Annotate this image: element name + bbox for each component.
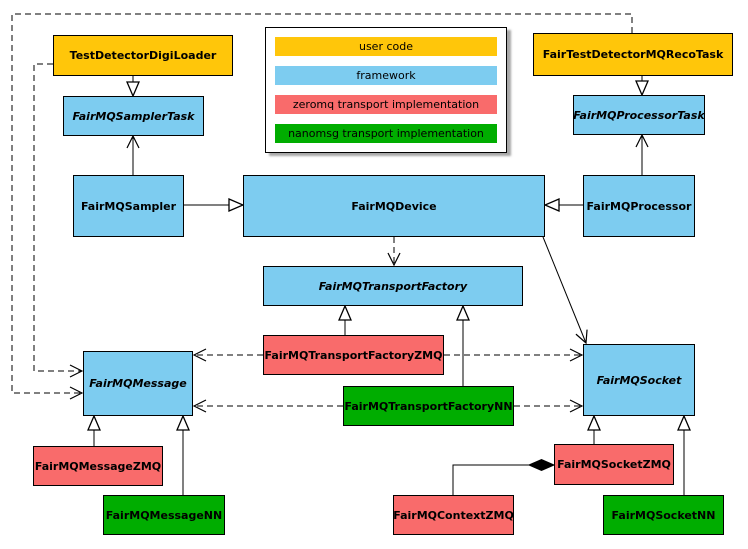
- node-fairmqprocessor: FairMQProcessor: [583, 175, 695, 237]
- node-fairmqcontextzmq: FairMQContextZMQ: [393, 495, 514, 535]
- edge-contextzmq-to-socketzmq-composition: [452, 465, 554, 495]
- node-fairmqtransportfactoryzmq: FairMQTransportFactoryZMQ: [263, 335, 444, 375]
- node-fairmqmessagezmq: FairMQMessageZMQ: [33, 446, 163, 486]
- node-fairmqsampler: FairMQSampler: [73, 175, 184, 237]
- edge-digiloader-to-message-dependency: [33, 63, 82, 371]
- edge-recotask-to-message-dependency: [11, 13, 633, 393]
- node-fairmqdevice: FairMQDevice: [243, 175, 545, 237]
- legend-item-nanomsg: nanomsg transport implementation: [275, 124, 497, 143]
- edge-device-to-socket-assoc: [542, 236, 586, 343]
- node-testdetectordigiloader: TestDetectorDigiLoader: [53, 35, 233, 76]
- node-fairmqtransportfactory: FairMQTransportFactory: [263, 266, 523, 306]
- node-fairmqsocketnn: FairMQSocketNN: [603, 495, 724, 535]
- node-fairmqprocessortask: FairMQProcessorTask: [573, 95, 705, 135]
- legend-item-framework: framework: [275, 66, 497, 85]
- node-fairmqmessagenn: FairMQMessageNN: [103, 495, 225, 535]
- node-fairmqmessage: FairMQMessage: [83, 351, 193, 416]
- node-fairtestdetectormqrecotask: FairTestDetectorMQRecoTask: [533, 33, 733, 76]
- legend: user code framework zeromq transport imp…: [265, 27, 507, 153]
- node-fairmqtransportfactorynn: FairMQTransportFactoryNN: [343, 386, 514, 426]
- legend-item-user-code: user code: [275, 37, 497, 56]
- node-fairmqsocket: FairMQSocket: [583, 344, 695, 416]
- node-fairmqsamplertask: FairMQSamplerTask: [63, 96, 204, 136]
- node-fairmqsocketzmq: FairMQSocketZMQ: [554, 444, 674, 485]
- legend-item-zeromq: zeromq transport implementation: [275, 95, 497, 114]
